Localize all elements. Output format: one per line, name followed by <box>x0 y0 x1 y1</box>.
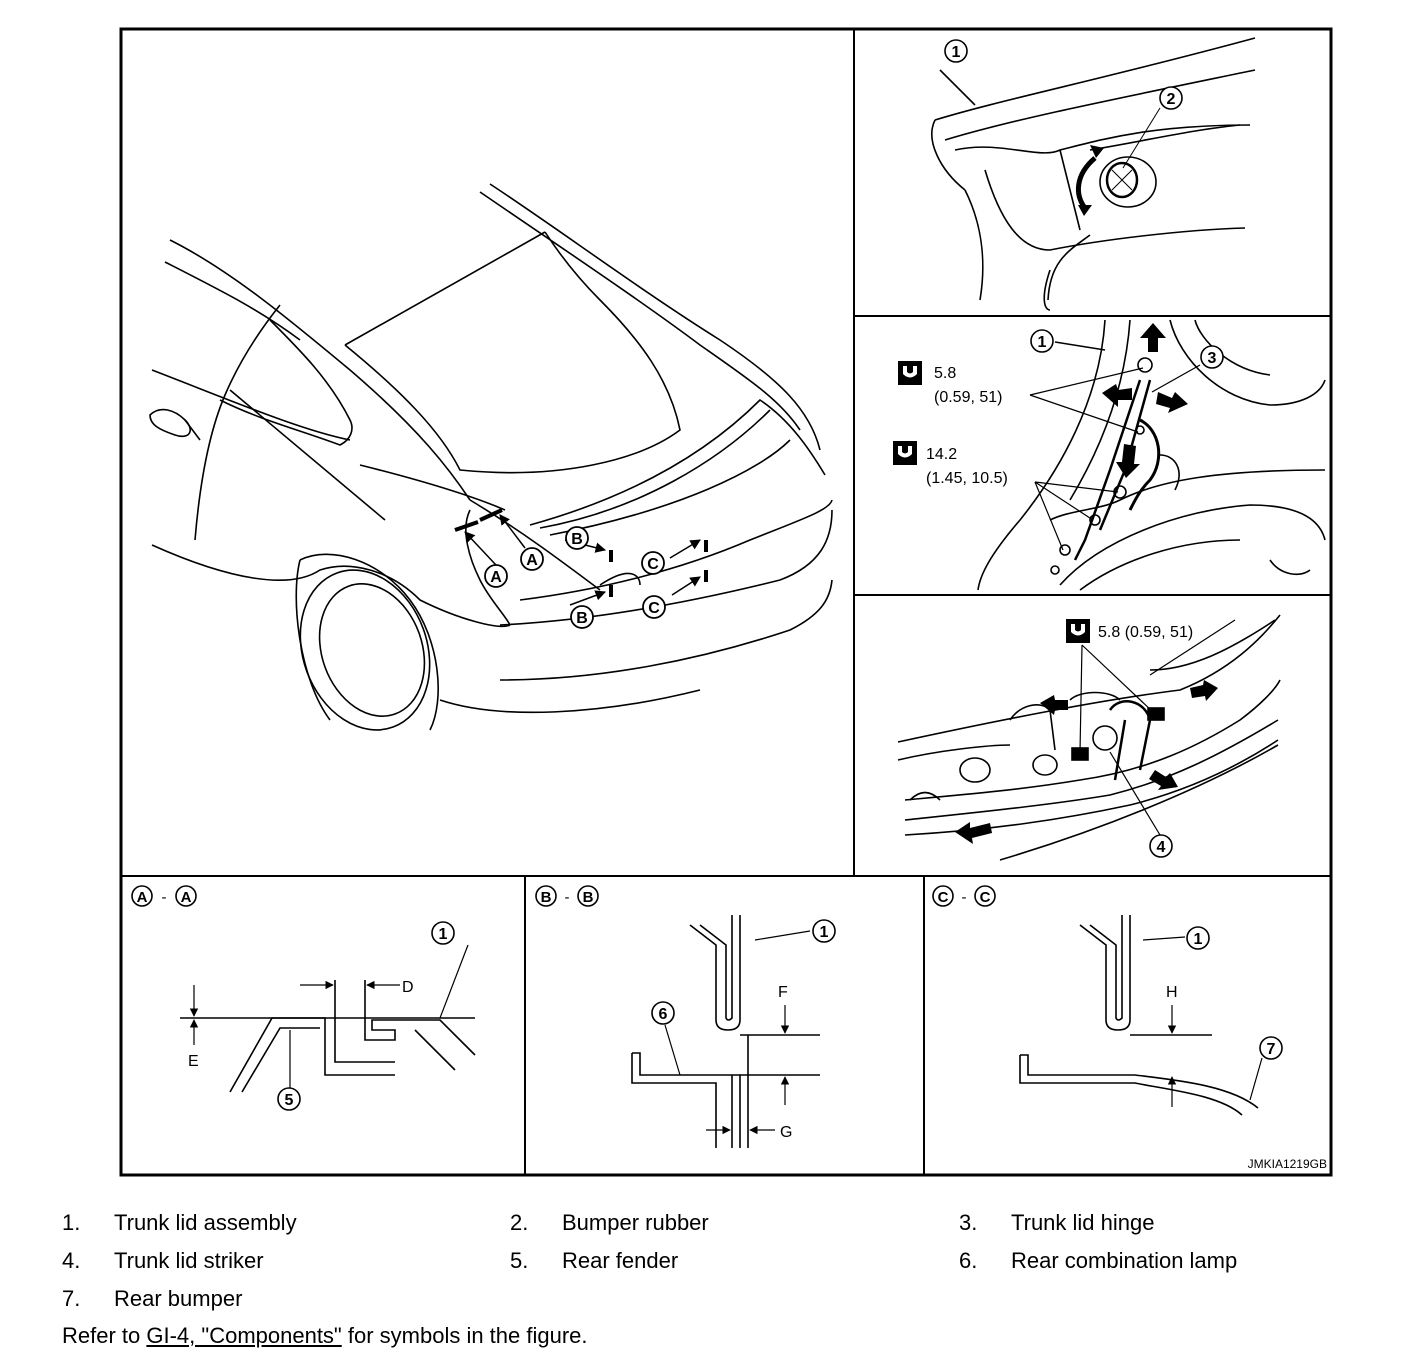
svg-text:B: B <box>541 889 552 906</box>
callout-1: 1 <box>820 924 829 941</box>
hinge-lower-torque: 14.2 <box>926 446 957 463</box>
callout-5: 5 <box>285 1092 294 1109</box>
torque-wrench-icon <box>893 441 917 465</box>
bumper-rubber-view <box>931 37 1256 311</box>
gap-label-h: H <box>1166 984 1178 1001</box>
hinge-lower-torque-units: (1.45, 10.5) <box>926 470 1008 487</box>
striker-leaders <box>1079 619 1236 836</box>
gap-label-g: G <box>780 1124 792 1141</box>
callout-1: 1 <box>439 926 448 943</box>
section-b-b <box>631 915 820 1148</box>
hinge-view <box>977 319 1326 591</box>
hinge-adjust-arrows <box>1102 323 1188 478</box>
marker-a-label: A <box>490 569 502 586</box>
section-a-a <box>180 944 476 1093</box>
striker-torque: 5.8 (0.59, 51) <box>1098 624 1193 641</box>
torque-wrench-icon <box>1066 619 1090 643</box>
marker-b-label: B <box>576 610 588 627</box>
svg-text:C: C <box>938 889 949 906</box>
section-b-b-title: B - B <box>535 885 599 907</box>
hinge-leaders <box>1029 364 1201 551</box>
marker-a-label: A <box>526 552 538 569</box>
section-c-c-title: C - C <box>932 885 996 907</box>
svg-text:C: C <box>980 889 991 906</box>
section-c-c <box>1019 915 1263 1116</box>
figure-code: JMKIA1219GB <box>1248 1157 1327 1171</box>
callout-6: 6 <box>659 1006 668 1023</box>
svg-text:-: - <box>565 889 570 906</box>
callout-1: 1 <box>952 44 961 61</box>
hinge-upper-torque-units: (0.59, 51) <box>934 389 1002 406</box>
svg-text:A: A <box>181 889 192 906</box>
gap-label-e: E <box>188 1053 199 1070</box>
marker-b-label: B <box>571 531 583 548</box>
car-rear-view <box>149 183 833 731</box>
section-a-a-title: A - A <box>131 885 197 907</box>
striker-adjust-arrows <box>955 680 1218 844</box>
svg-text:A: A <box>137 889 148 906</box>
torque-wrench-icon <box>898 361 922 385</box>
svg-text:-: - <box>962 889 967 906</box>
components-link[interactable]: GI-4, "Components" <box>146 1323 342 1348</box>
svg-text:-: - <box>162 889 167 906</box>
symbols-note: Refer to GI-4, "Components" for symbols … <box>62 1323 588 1348</box>
callout-3: 3 <box>1208 350 1217 367</box>
callout-1: 1 <box>1194 931 1203 948</box>
section-markers: A A B B C C <box>454 508 708 629</box>
trunk-lid-diagram: A A B B C C <box>119 27 1333 1177</box>
gap-label-d: D <box>402 979 414 996</box>
callout-1: 1 <box>1038 334 1047 351</box>
hinge-upper-torque: 5.8 <box>934 365 956 382</box>
marker-c-label: C <box>647 556 659 573</box>
gap-label-f: F <box>778 984 788 1001</box>
figure-frame <box>119 27 1333 1177</box>
callout-7: 7 <box>1267 1041 1276 1058</box>
callout-2: 2 <box>1167 91 1176 108</box>
marker-c-label: C <box>648 600 660 617</box>
svg-text:B: B <box>583 889 594 906</box>
part-callouts <box>944 39 1224 858</box>
callout-4: 4 <box>1157 839 1166 856</box>
